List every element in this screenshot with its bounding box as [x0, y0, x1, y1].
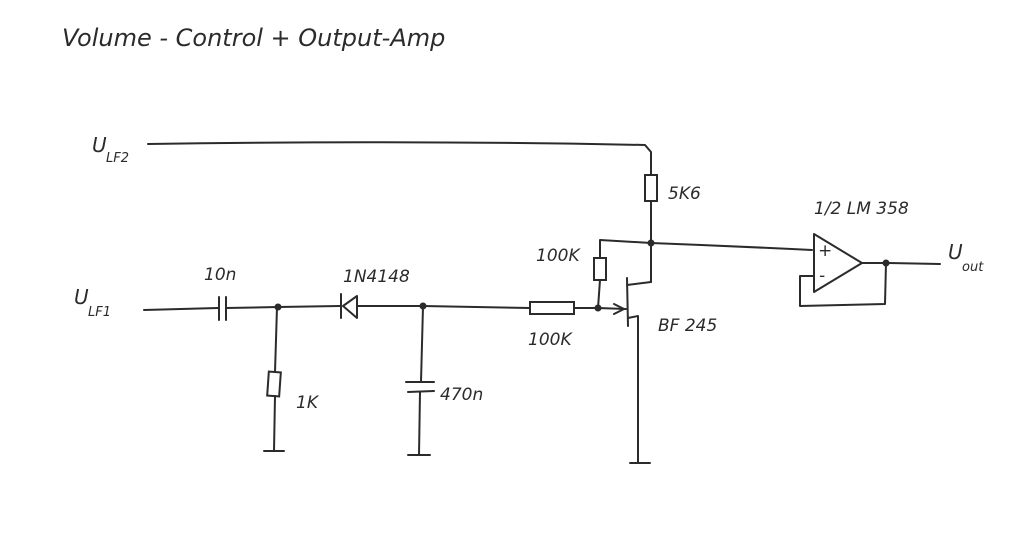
gate-res-top-wire: [599, 239, 652, 259]
u-lf2-subscript: LF2: [106, 151, 129, 166]
diagram-title: Volume - Control + Output-Amp: [62, 24, 445, 52]
cap-470n-bottom-wire: [418, 391, 421, 456]
node2-to-res-wire: [422, 305, 531, 309]
u-out-subscript: out: [962, 260, 984, 275]
resistor-1k: [266, 370, 282, 398]
jfet-gate-lead: [597, 307, 627, 310]
resistor-5k6-label: 5K6: [668, 184, 701, 204]
diode-label: 1N4148: [343, 267, 410, 287]
diode-1n4148: [342, 295, 358, 319]
cap-to-node1-wire: [225, 306, 279, 309]
jfet-gate-arrow: [613, 303, 625, 315]
resistor-5k6: [644, 174, 658, 202]
resistor-100k-series: [529, 301, 575, 315]
res-1k-top-wire: [274, 306, 278, 373]
opamp-label: 1/2 LM 358: [814, 199, 909, 219]
lf2-rail-wire: [147, 141, 652, 176]
jfet-source-wire: [627, 315, 639, 463]
res-1k-bottom-wire: [273, 395, 276, 452]
u-out-label: U: [948, 240, 963, 264]
cap-10n-label: 10n: [204, 265, 236, 285]
node1-to-diode-wire: [277, 305, 341, 308]
jfet-drain-lead: [626, 281, 652, 286]
jfet-label: BF 245: [658, 316, 717, 336]
cap-470n-top-wire: [420, 305, 424, 383]
resistor-1k-label: 1K: [296, 393, 320, 413]
resistor-100k-gate: [593, 257, 607, 281]
drain-to-opamp-wire: [650, 242, 813, 251]
cap-470n-plate-bottom: [407, 390, 435, 393]
u-lf1-label: U: [74, 285, 89, 309]
output-lead-wire: [885, 262, 941, 265]
opamp-plus-sign: +: [818, 241, 832, 261]
opamp-lm358: [813, 233, 863, 293]
gate-node: [594, 304, 602, 312]
u-lf1-subscript: LF1: [88, 305, 111, 320]
opamp-minus-sign: -: [819, 266, 825, 286]
resistor-100k-gate-label: 100K: [536, 246, 581, 266]
feedback-wire: [799, 262, 887, 307]
u-lf2-label: U: [92, 133, 107, 157]
lf1-input-wire: [143, 307, 219, 311]
resistor-100k-series-label: 100K: [528, 330, 573, 350]
cap-470n-label: 470n: [440, 385, 483, 405]
gate-res-bottom-wire: [597, 279, 601, 309]
